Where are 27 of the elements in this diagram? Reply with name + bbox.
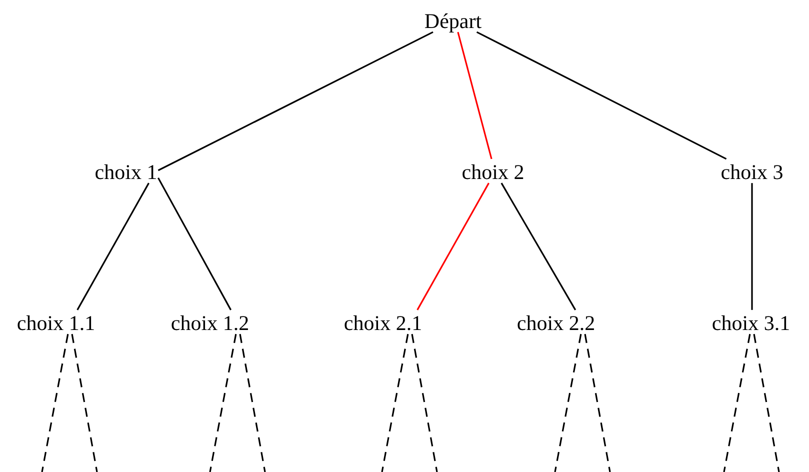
- branch-line: [751, 183, 753, 310]
- branch-line: [457, 32, 492, 160]
- choice-label: choix 1: [94, 160, 158, 184]
- branch-line: [76, 182, 150, 310]
- dashed-branch-line: [753, 334, 780, 472]
- branch-line: [476, 31, 727, 160]
- branch-line: [158, 177, 232, 310]
- choice-label: choix 2.2: [516, 310, 596, 336]
- dashed-branch-line: [723, 334, 751, 472]
- choice-label: Départ: [423, 8, 483, 34]
- dashed-branch-line: [584, 334, 611, 472]
- dashed-branch-line: [239, 334, 266, 472]
- branch-line: [500, 182, 576, 310]
- dashed-branch-line: [411, 334, 438, 472]
- dashed-branch-line: [209, 334, 237, 472]
- branch-line: [416, 182, 490, 310]
- choice-label: choix 2: [460, 160, 526, 184]
- dashed-branch-line: [381, 334, 409, 472]
- choice-label: choix 2.1: [342, 310, 424, 336]
- choice-label: choix 1.1: [16, 310, 96, 336]
- dashed-branch-line: [554, 334, 582, 472]
- branch-line: [158, 31, 434, 172]
- choice-label: choix 3: [720, 160, 784, 184]
- dashed-branch-line: [41, 334, 69, 472]
- dashed-branch-line: [71, 334, 98, 472]
- choice-label: choix 1.2: [170, 310, 250, 336]
- choice-label: choix 3.1: [710, 310, 792, 336]
